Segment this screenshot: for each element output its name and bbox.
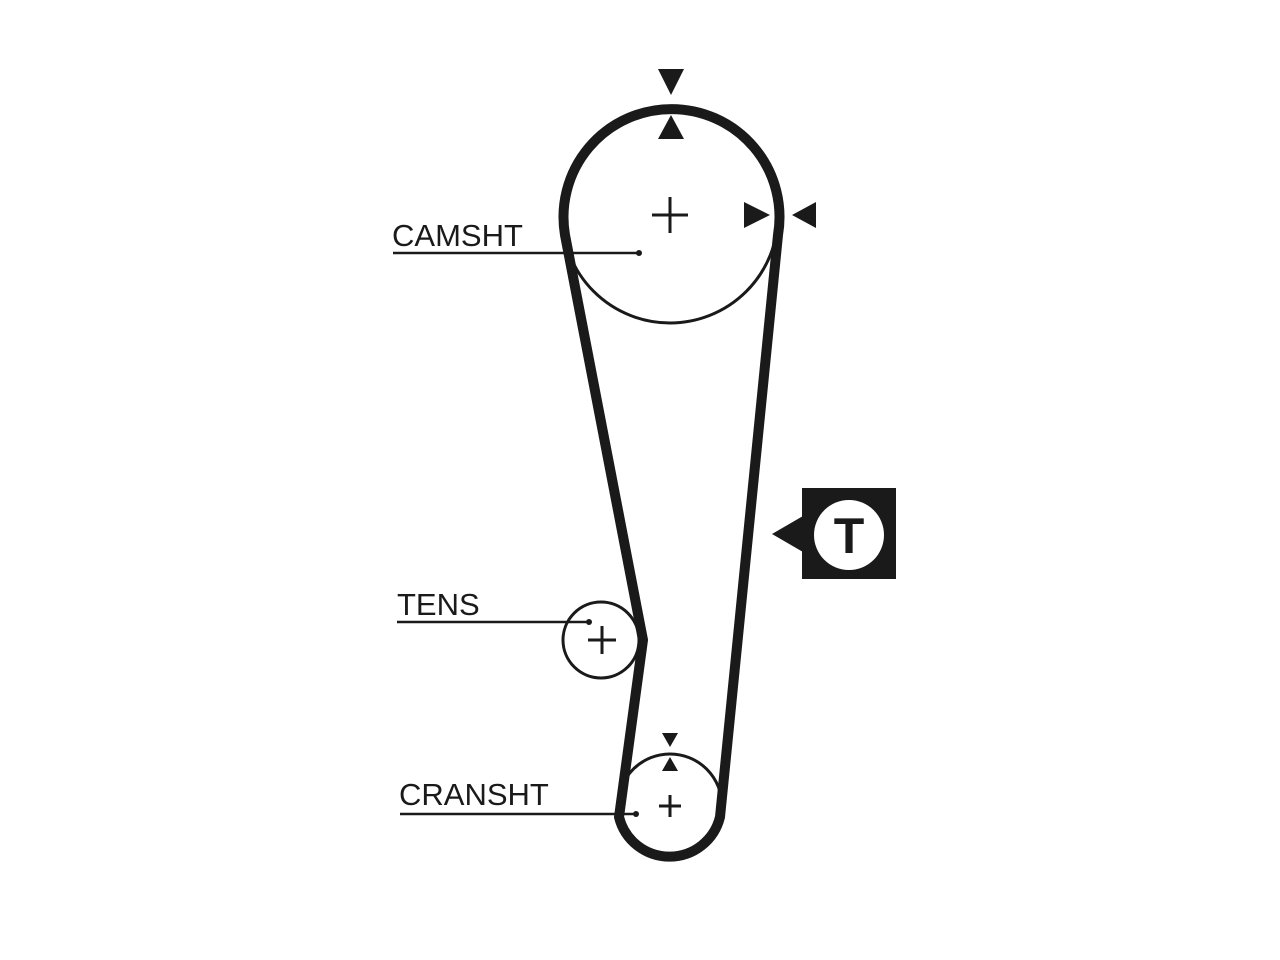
tension-marker-letter: T: [834, 508, 865, 564]
camshaft-top-mark-arrow: [658, 69, 684, 95]
camshaft-leader: [393, 250, 642, 256]
tensioner-center-mark: [588, 626, 616, 654]
crankshaft-leader: [400, 811, 639, 817]
camshaft-top-mark-arrow-inner: [658, 115, 684, 139]
crankshaft-label: CRANSHT: [399, 777, 549, 812]
camshaft-center-mark: [652, 197, 688, 233]
tension-marker-circle: [814, 500, 884, 570]
crankshaft-mark-arrow-inner: [662, 757, 678, 771]
tension-marker-pointer: [772, 516, 803, 552]
tension-marker: T: [772, 488, 896, 579]
camshaft-side-mark-arrow: [744, 202, 770, 228]
camshaft-label: CAMSHT: [392, 218, 523, 253]
crankshaft-mark-arrow: [662, 733, 678, 747]
crankshaft-center-mark: [659, 795, 681, 817]
tensioner-leader: [397, 619, 592, 625]
camshaft-side-mark-arrow-outer: [792, 202, 816, 228]
tensioner-label: TENS: [397, 587, 480, 622]
timing-belt: [558, 104, 785, 862]
